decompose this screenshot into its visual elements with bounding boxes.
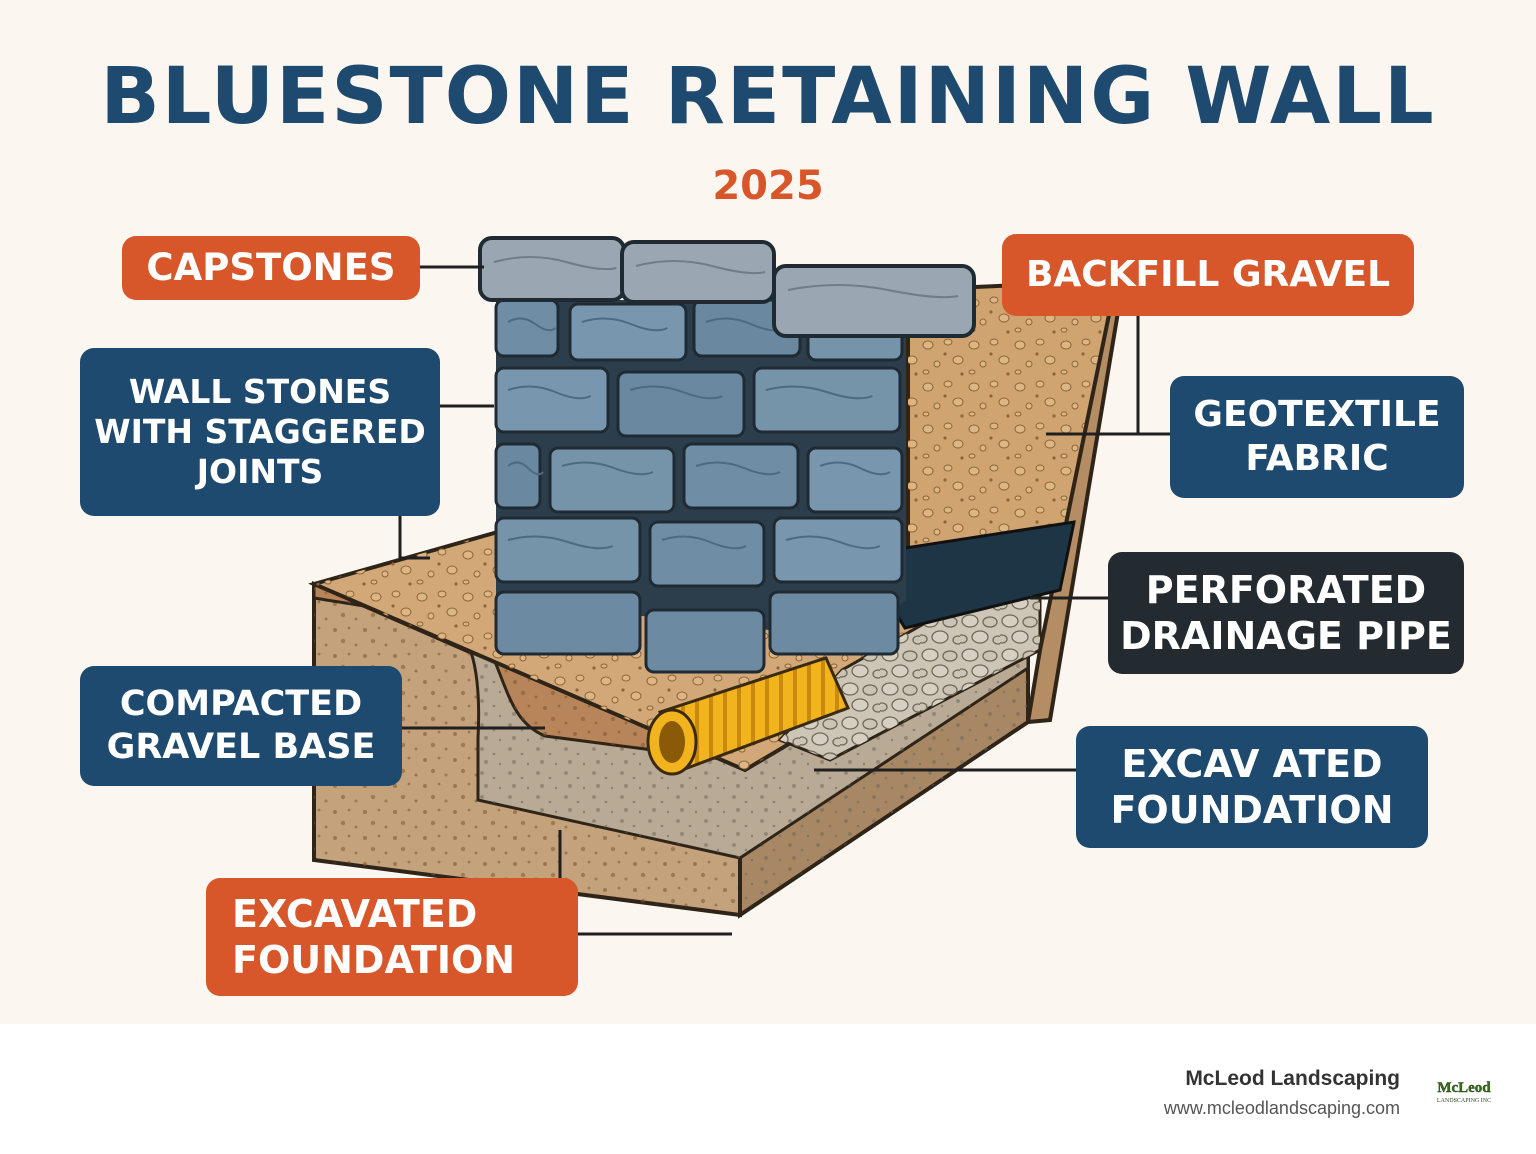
capstone-texture: [635, 260, 766, 275]
label-excavated-foundation-left-line-2: FOUNDATION: [232, 938, 516, 982]
footer: McLeod Landscaping www.mcleodlandscaping…: [0, 1024, 1536, 1154]
excavated-trench-texture: [462, 634, 1028, 858]
label-geotextile-fabric-line-1: GEOTEXTILE: [1193, 394, 1441, 436]
drainage-stone-texture: [780, 565, 1040, 760]
wall-stone: [772, 516, 904, 584]
label-wall-stones-line-3: JOINTS: [196, 452, 324, 492]
stone-crack: [765, 385, 873, 400]
label-compacted-gravel-base-line-2: GRAVEL BASE: [106, 727, 376, 767]
wall-stone: [568, 302, 688, 362]
page-title: BLUESTONE RETAINING WALL: [100, 52, 1436, 142]
wall-stone: [644, 608, 766, 674]
logo-wordmark: McLeod: [1437, 1080, 1491, 1096]
wall-stone: [768, 590, 900, 656]
stone-crack: [507, 317, 557, 332]
page-subtitle-year: 2025: [712, 163, 824, 209]
wall-stone: [648, 520, 766, 588]
retaining-wall-cross-section: [308, 236, 1172, 936]
label-backfill-gravel: BACKFILL GRAVEL: [1002, 234, 1414, 316]
footer-brand-name: McLeod Landscaping: [1185, 1067, 1400, 1090]
leader-backfill: [1136, 316, 1172, 436]
label-wall-stones-line-1: WALL STONES: [128, 371, 392, 411]
label-wall-stones-line-2: WITH STAGGERED: [94, 411, 426, 451]
stone-crack: [785, 535, 881, 550]
wall-stone: [494, 590, 642, 656]
label-perforated-drainage-pipe-line-2: DRAINAGE PIPE: [1120, 614, 1452, 658]
wall-stone: [494, 366, 610, 434]
illustration-canvas: BLUESTONE RETAINING WALL 2025: [0, 0, 1536, 1024]
stone-crack: [695, 461, 781, 476]
stone-crack: [581, 317, 668, 332]
wall-stone: [616, 370, 746, 438]
wall-stone: [682, 442, 800, 510]
wall-stone: [752, 366, 902, 434]
label-backfill-gravel-line-1: BACKFILL GRAVEL: [1025, 254, 1391, 296]
mcleod-logo-icon: McLeod LANDSCAPING INC: [1437, 1080, 1492, 1104]
wall-stones: [494, 298, 906, 674]
footer-website-link[interactable]: www.mcleodlandscaping.com: [1163, 1098, 1400, 1118]
wall-stone: [494, 298, 560, 358]
label-excavated-foundation-right-line-1: EXCAV ATED: [1121, 741, 1383, 786]
label-excavated-foundation-right-line-2: FOUNDATION: [1110, 788, 1394, 832]
leader-wall-stones-down: [398, 516, 430, 560]
stone-crack: [507, 461, 544, 476]
capstone: [772, 264, 976, 338]
label-perforated-drainage-pipe-line-1: PERFORATED: [1145, 567, 1427, 612]
stone-crack: [507, 385, 592, 400]
wall-stone: [494, 516, 642, 584]
label-capstones-line-1: CAPSTONES: [146, 246, 396, 290]
stone-crack: [561, 461, 654, 476]
wall-stone: [806, 446, 904, 514]
wall-stone: [548, 446, 676, 514]
drainage-pipe: [646, 656, 851, 776]
drainage-pipe-opening: [659, 721, 685, 763]
stone-crack: [661, 535, 747, 550]
logo-tagline: LANDSCAPING INC: [1437, 1098, 1491, 1104]
stone-crack: [819, 461, 891, 476]
capstone-texture: [787, 284, 959, 299]
label-excavated-foundation-left-line-1: EXCAVATED: [232, 891, 478, 936]
stone-crack: [507, 535, 614, 550]
stone-crack: [629, 385, 723, 400]
label-capstones: CAPSTONES: [122, 236, 420, 300]
label-compacted-gravel-base-line-1: COMPACTED: [119, 684, 363, 725]
label-geotextile-fabric-line-2: FABRIC: [1245, 438, 1389, 479]
capstone-texture: [493, 256, 617, 271]
wall-stone: [494, 442, 542, 510]
capstones-group: [478, 236, 976, 338]
leader-lines: [398, 265, 1172, 936]
backfill-gravel-texture: [908, 282, 1110, 585]
capstone: [620, 240, 776, 304]
